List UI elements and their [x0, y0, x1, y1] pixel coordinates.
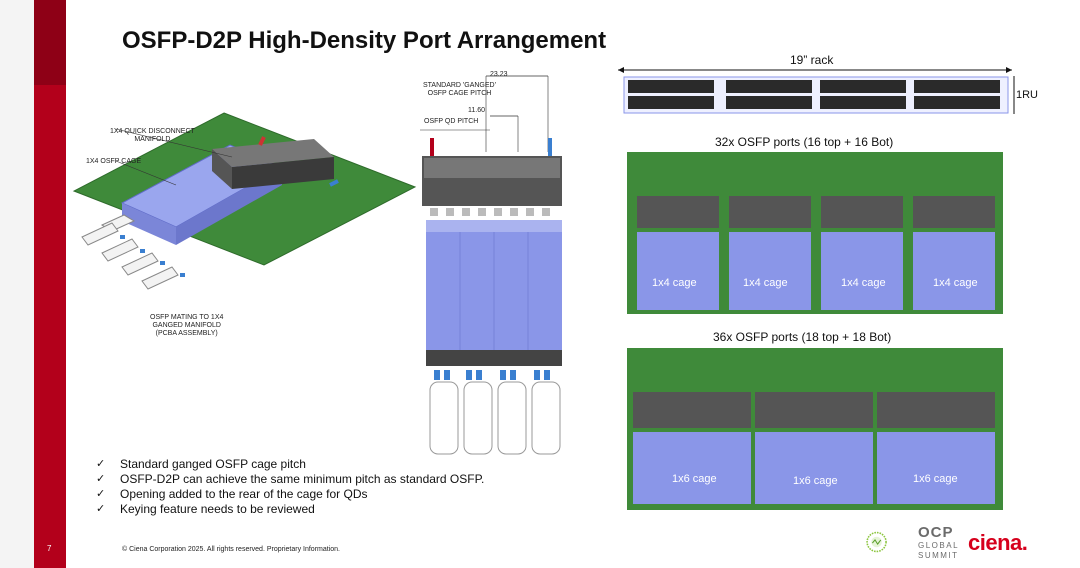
ocp-globe-logo-icon	[866, 531, 887, 553]
checkmark-icon: ✓	[96, 503, 106, 515]
checkmark-icon: ✓	[96, 488, 106, 500]
board-36-cage-1: 1x6 cage	[672, 473, 717, 485]
label-osfp-qd-pitch: OSFP QD PITCH	[424, 118, 479, 125]
bullet-item: ✓Keying feature needs to be reviewed	[96, 502, 315, 516]
manifold-isometric-illustration	[72, 112, 417, 290]
dimension-qd-pitch: 11.60	[468, 107, 485, 114]
left-margin-strip	[0, 0, 34, 568]
cage-pitch-dimension-drawing	[420, 75, 562, 455]
board-32-cage-1: 1x4 cage	[652, 277, 697, 289]
checkmark-icon: ✓	[96, 473, 106, 485]
label-standard-ganged-pitch: STANDARD 'GANGED' OSFP CAGE PITCH	[423, 82, 496, 97]
bullet-item: ✓Standard ganged OSFP cage pitch	[96, 457, 306, 471]
board-32-cage-2: 1x4 cage	[743, 277, 788, 289]
board-32-cage-4: 1x4 cage	[933, 277, 978, 289]
label-osfp-cage: 1X4 OSFP CAGE	[86, 158, 142, 165]
rack-front-panel	[618, 67, 1015, 114]
checkmark-icon: ✓	[96, 458, 106, 470]
board-36-heading: 36x OSFP ports (18 top + 18 Bot)	[713, 330, 892, 344]
ciena-logo: ciena.	[968, 530, 1028, 555]
bullet-item: ✓OSFP-D2P can achieve the same minimum p…	[96, 472, 485, 486]
board-32-heading: 32x OSFP ports (16 top + 16 Bot)	[715, 135, 894, 149]
board-32-cage-3: 1x4 cage	[841, 277, 886, 289]
board-36-cage-2: 1x6 cage	[793, 475, 838, 487]
caption-pcba-assembly: OSFP MATING TO 1X4 GANGED MANIFOLD (PCBA…	[150, 314, 224, 337]
copyright-footer: © Ciena Corporation 2025. All rights res…	[122, 546, 340, 553]
board-32-illustration	[627, 152, 1003, 314]
slide-title: OSFP-D2P High-Density Port Arrangement	[122, 27, 607, 54]
ocp-logo-text: OCP	[918, 524, 954, 541]
rack-height-label: 1RU	[1016, 89, 1039, 101]
rack-width-label: 19” rack	[790, 53, 834, 67]
dimension-ganged-pitch: 23.23	[490, 71, 508, 78]
accent-red-bar	[34, 0, 66, 568]
board-36-cage-3: 1x6 cage	[913, 473, 958, 485]
board-36-illustration	[627, 348, 1003, 510]
label-quick-disconnect-manifold: 1X4 QUICK DISCONNECT MANIFOLD	[110, 128, 195, 143]
bullet-list: ✓Standard ganged OSFP cage pitch ✓OSFP-D…	[96, 457, 484, 517]
ocp-logo-subtitle: GLOBAL SUMMIT	[918, 541, 960, 560]
slide-number: 7	[47, 544, 52, 553]
bullet-item: ✓Opening added to the rear of the cage f…	[96, 487, 368, 501]
accent-red-bar-top	[34, 0, 66, 85]
